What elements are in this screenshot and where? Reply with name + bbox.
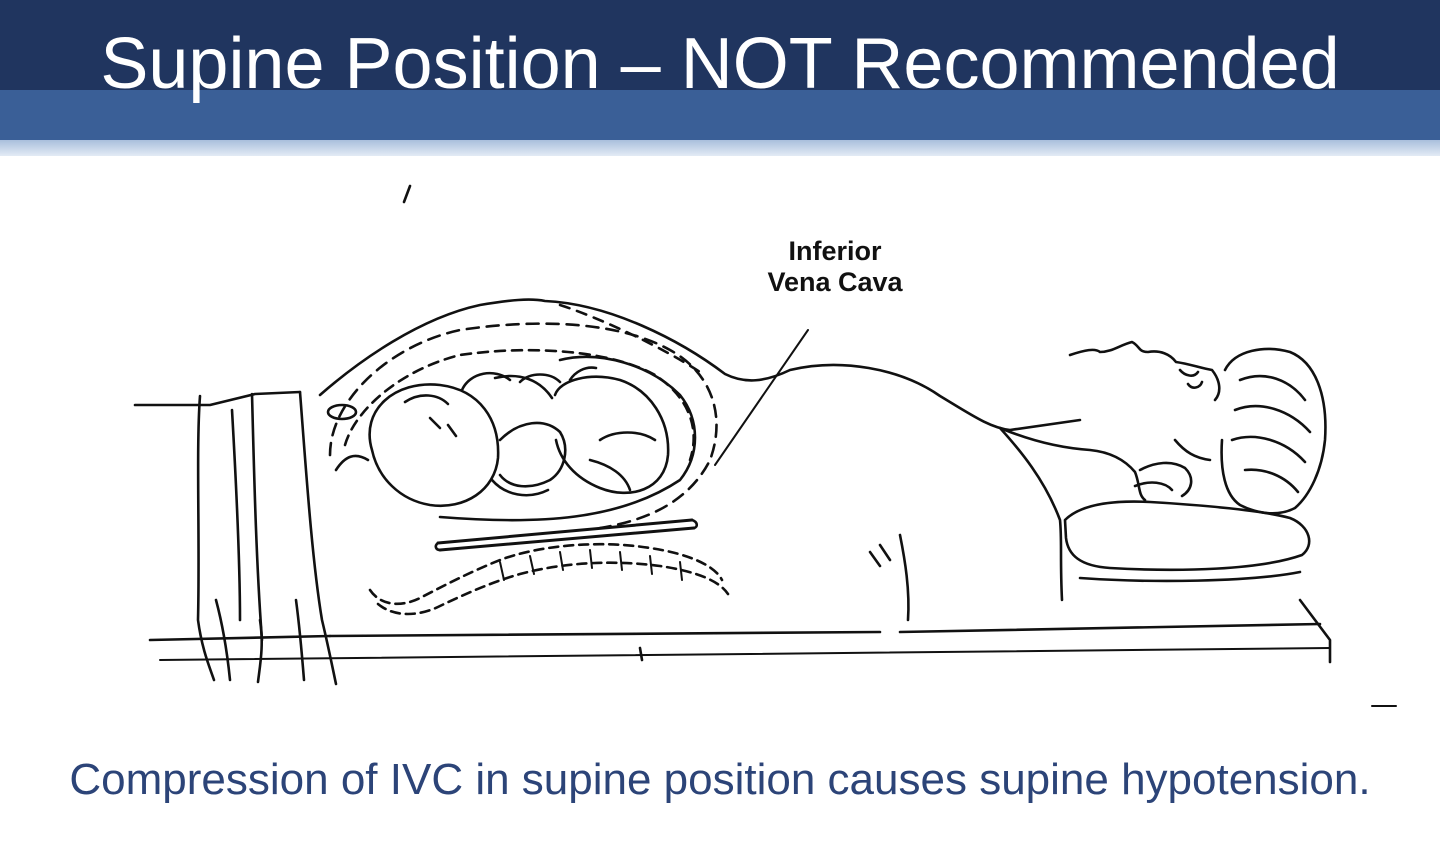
- spine: [368, 542, 730, 616]
- supine-pregnant-woman-illustration: [133, 184, 1397, 707]
- navel: [326, 403, 358, 421]
- header-band-dark: [0, 0, 1440, 94]
- ivc-pointer-line: [714, 329, 809, 466]
- ivc-label-line2: Vena Cava: [767, 267, 903, 297]
- stray-mark: [402, 184, 412, 204]
- fetus: [368, 355, 697, 522]
- inferior-vena-cava: [434, 518, 699, 552]
- slide-title: Supine Position – NOT Recommended: [100, 24, 1340, 104]
- header-band-mid: [0, 90, 1440, 140]
- woman-head: [1003, 340, 1327, 583]
- slide-caption: Compression of IVC in supine position ca…: [69, 755, 1371, 804]
- bed-table: [148, 598, 1332, 664]
- face-profile: [1068, 340, 1221, 402]
- body-outline: [318, 298, 1082, 622]
- cap: [1220, 347, 1327, 515]
- fetal-body: [553, 375, 670, 495]
- ivc-label: Inferior Vena Cava: [740, 236, 930, 298]
- pillow: [1063, 500, 1311, 572]
- sheet-drape: [133, 390, 338, 686]
- ivc-label-line1: Inferior: [788, 236, 882, 266]
- fetal-head: [368, 383, 500, 508]
- uterus-contour: [326, 322, 718, 530]
- header-band-light: [0, 140, 1440, 156]
